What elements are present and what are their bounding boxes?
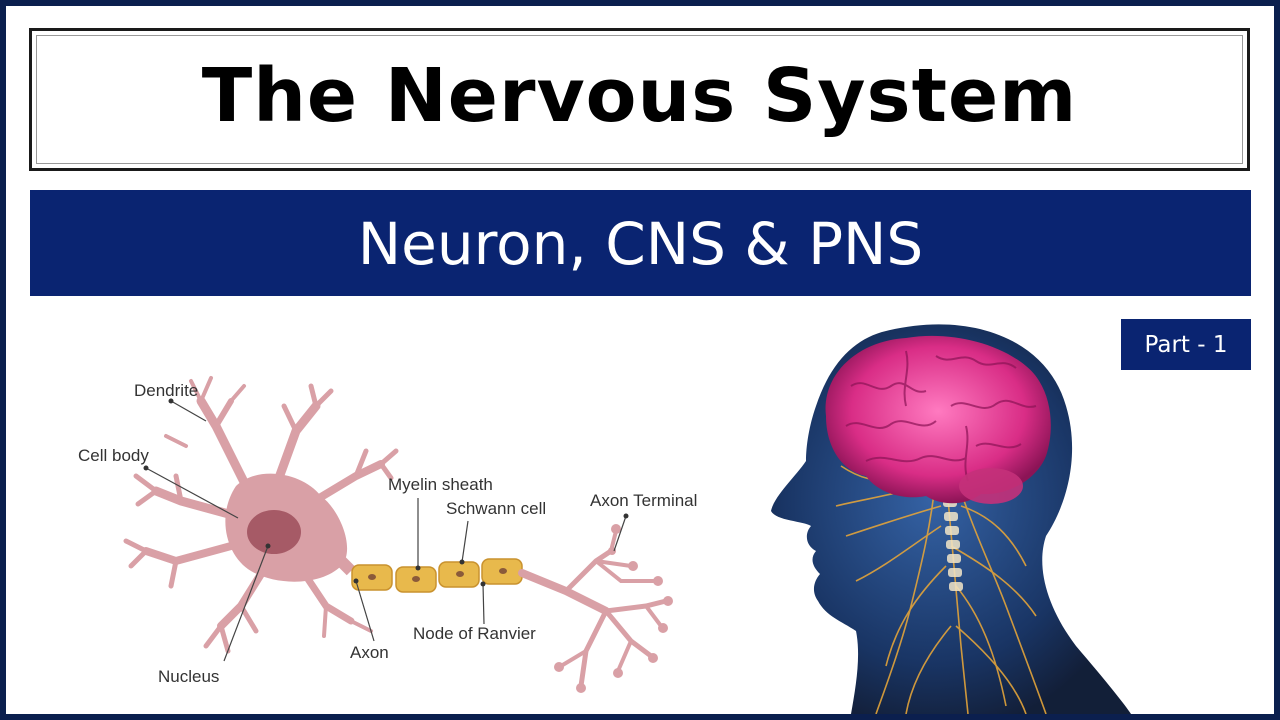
label-myelin-sheath: Myelin sheath xyxy=(388,475,493,494)
myelin-sheath xyxy=(351,558,523,593)
label-node-of-ranvier: Node of Ranvier xyxy=(413,624,536,643)
subtitle-text: Neuron, CNS & PNS xyxy=(357,210,924,278)
axon-terminal xyxy=(518,529,669,689)
title-box: The Nervous System xyxy=(29,28,1250,171)
terminal-knobs xyxy=(554,524,673,693)
subtitle-banner: Neuron, CNS & PNS xyxy=(30,190,1251,296)
label-nucleus: Nucleus xyxy=(158,667,219,686)
title-box-inner-border xyxy=(36,35,1243,164)
leader-lines xyxy=(145,400,627,662)
label-schwann-cell: Schwann cell xyxy=(446,499,546,518)
slide-title: The Nervous System xyxy=(201,53,1078,139)
brain xyxy=(825,335,1051,504)
slide: The Nervous System Neuron, CNS & PNS Par… xyxy=(6,6,1274,714)
nucleus xyxy=(247,510,301,554)
head-brain-illustration xyxy=(771,324,1131,714)
leader-dots xyxy=(143,398,629,587)
label-cell-body: Cell body xyxy=(78,446,149,465)
label-axon: Axon xyxy=(350,643,389,662)
label-dendrite: Dendrite xyxy=(134,381,198,400)
illustration-layer: Dendrite Cell body Nucleus Myelin sheath… xyxy=(78,324,1131,714)
cerebellum xyxy=(959,468,1023,504)
part-badge: Part - 1 xyxy=(1121,319,1251,370)
label-axon-terminal: Axon Terminal xyxy=(590,491,697,510)
neuron-diagram: Dendrite Cell body Nucleus Myelin sheath… xyxy=(78,376,697,693)
axon-hillock xyxy=(326,546,356,576)
